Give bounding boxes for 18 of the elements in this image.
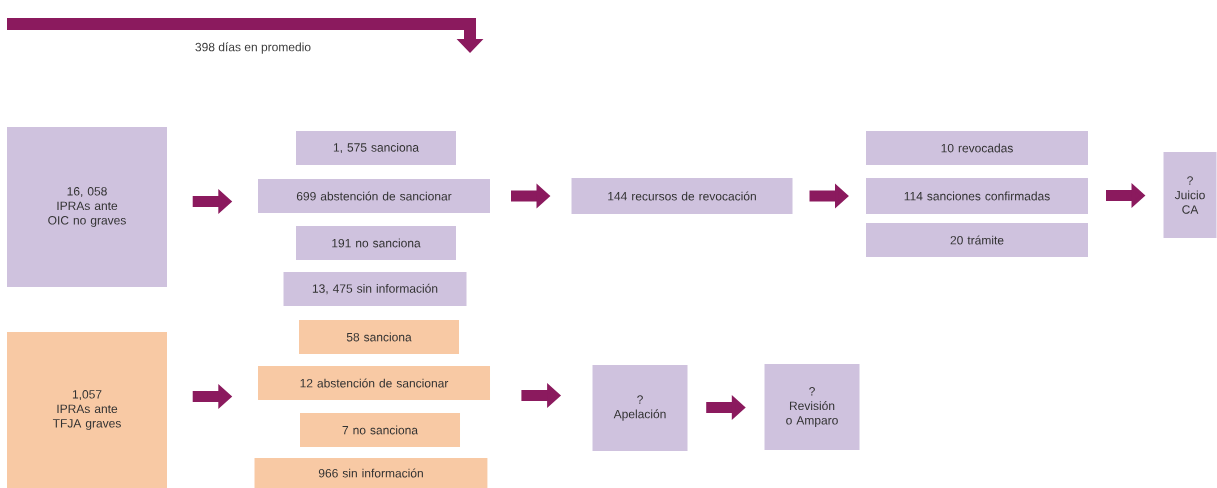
outcome-box: 966 sin información xyxy=(254,458,488,488)
outcome-box: 144 recursos de revocación xyxy=(571,178,793,214)
outcome-box: 16, 058 IPRAs ante OIC no graves xyxy=(7,127,167,287)
outcome-box: 1, 575 sanciona xyxy=(296,131,456,165)
outcome-box: 13, 475 sin información xyxy=(283,272,467,306)
outcome-box: ? Juicio CA xyxy=(1163,152,1217,238)
outcome-box: 114 sanciones confirmadas xyxy=(866,178,1088,214)
duration-label: 398 días en promedio xyxy=(195,42,311,54)
outcome-box: 58 sanciona xyxy=(299,320,459,354)
outcome-box: 10 revocadas xyxy=(866,131,1088,165)
outcome-box: 7 no sanciona xyxy=(300,413,460,447)
outcome-box: 12 abstención de sancionar xyxy=(258,366,490,400)
outcome-box: 699 abstención de sancionar xyxy=(258,179,490,213)
outcome-box: 1,057 IPRAs ante TFJA graves xyxy=(7,332,167,488)
outcome-box: 191 no sanciona xyxy=(296,226,456,260)
outcome-box: ? Apelación xyxy=(592,365,688,451)
outcome-box: ? Revisión o Amparo xyxy=(764,364,860,450)
outcome-box: 20 trámite xyxy=(866,223,1088,257)
